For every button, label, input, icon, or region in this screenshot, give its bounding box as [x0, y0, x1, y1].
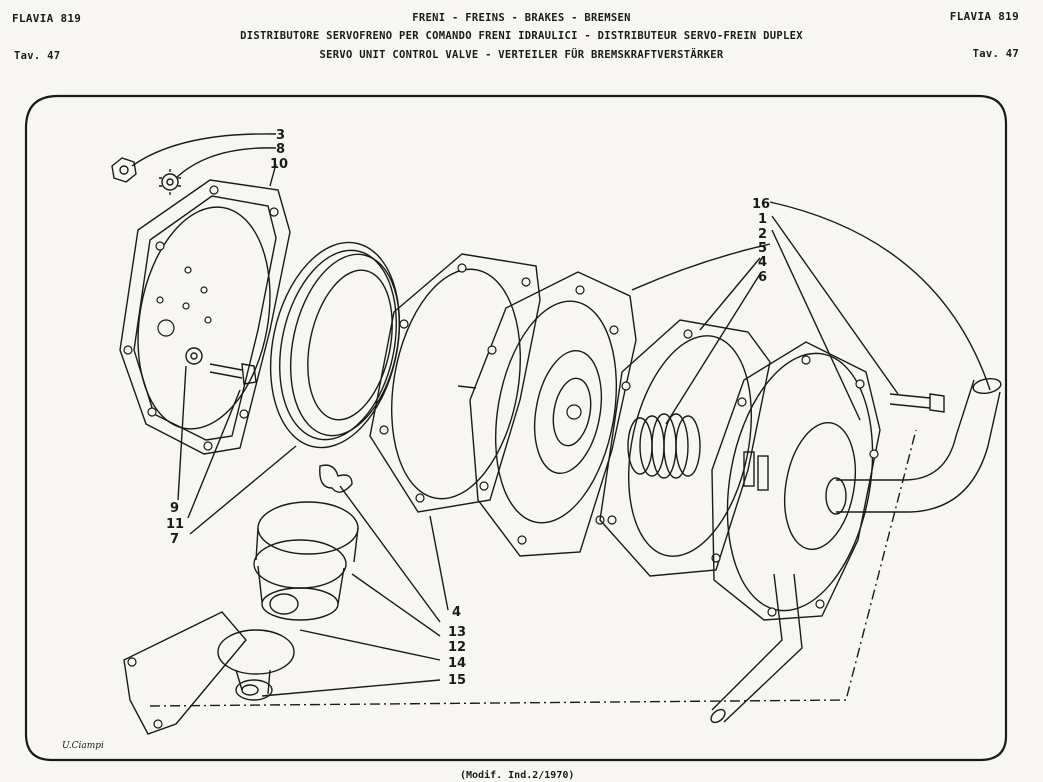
- plate-number-right: Tav. 47: [972, 48, 1019, 60]
- callout-4-bottom: 4: [452, 605, 461, 620]
- callout-1: 1: [758, 212, 767, 227]
- gasket-part: [369, 253, 541, 513]
- callout-6: 6: [758, 270, 767, 285]
- small-pipe-part: [710, 573, 803, 724]
- cover-plate-part: [119, 179, 291, 455]
- bolt-part: [185, 347, 257, 385]
- diaphragm-part: [457, 271, 637, 557]
- nut-part: [111, 157, 137, 183]
- callout-13: 13: [448, 625, 466, 640]
- revision-note: (Modif. Ind.2/1970): [460, 770, 575, 781]
- seal-rings-part: [269, 241, 401, 449]
- filter-part: [253, 501, 359, 621]
- callout-8: 8: [276, 142, 285, 157]
- mounting-axis-line: [149, 429, 917, 707]
- callout-7: 7: [170, 532, 179, 547]
- title-line-3: SERVO UNIT CONTROL VALVE - VERTEILER FÜR…: [319, 49, 724, 61]
- spring-part: [627, 413, 701, 479]
- gasket-2-part: [599, 319, 771, 577]
- model-label-left: FLAVIA 819: [12, 12, 82, 25]
- plate-number-left: Tav. 47: [14, 50, 61, 62]
- callout-16: 16: [752, 197, 770, 212]
- callout-15: 15: [448, 673, 466, 688]
- model-label-right: FLAVIA 819: [949, 10, 1019, 23]
- long-bolt-part: [889, 393, 945, 413]
- callout-2: 2: [758, 227, 767, 242]
- callout-11: 11: [166, 517, 184, 532]
- title-line-1: FRENI - FREINS - BRAKES - BREMSEN: [412, 12, 631, 24]
- callout-3: 3: [276, 128, 285, 143]
- callout-4-top: 4: [758, 255, 767, 270]
- diagram-frame: [24, 94, 1008, 762]
- callout-12: 12: [448, 640, 466, 655]
- callout-14: 14: [448, 656, 466, 671]
- callout-5: 5: [758, 241, 767, 256]
- wing-nut-part: [319, 464, 353, 493]
- callout-10: 10: [270, 157, 288, 172]
- valve-body-part: [711, 341, 881, 621]
- callout-9: 9: [170, 501, 179, 516]
- vacuum-pipe-part: [825, 377, 1002, 515]
- lock-washer-part: [159, 169, 181, 195]
- artist-signature: U.Ciampi: [62, 741, 104, 751]
- leader-lines: [131, 133, 991, 697]
- bracket-part: [123, 611, 295, 735]
- title-line-2: DISTRIBUTORE SERVOFRENO PER COMANDO FREN…: [240, 30, 803, 42]
